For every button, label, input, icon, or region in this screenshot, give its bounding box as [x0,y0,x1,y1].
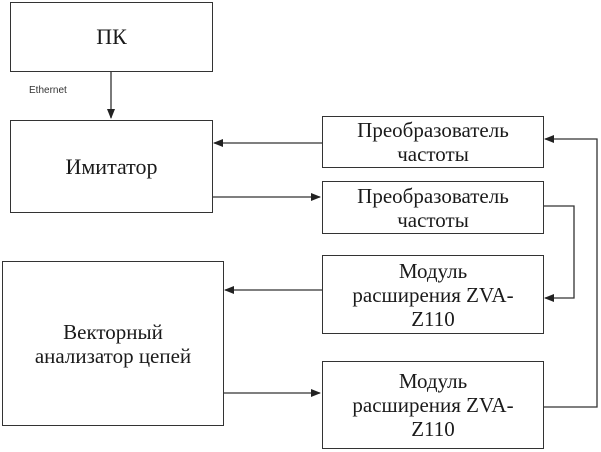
vna-line2: анализатор цепей [34,343,192,368]
module1-line2: расширения ZVA- [352,282,514,307]
module2-line3: Z110 [411,417,455,441]
converter1-line2: частоты [397,142,469,166]
converter1-block: Преобразователь частоты [322,116,544,168]
module1-block: Модуль расширения ZVA- Z110 [322,255,544,334]
imitator-block: Имитатор [10,120,213,213]
converter2-line2: частоты [397,207,469,232]
module2-line2: расширения ZVA- [352,393,514,417]
pc-label: ПК [96,24,127,49]
converter2-line1: Преобразователь [357,183,509,208]
imitator-label: Имитатор [65,153,158,179]
vna-block: Векторный анализатор цепей [2,261,224,426]
module2-to-conv1 [543,135,598,408]
converter1-line1: Преобразователь [357,118,509,142]
module1-line3: Z110 [411,306,455,331]
conv2-to-module1 [543,205,575,302]
module1-line1: Модуль [398,258,468,283]
module2-line1: Модуль [398,369,468,393]
converter2-block: Преобразователь частоты [322,181,544,234]
ethernet-label: Ethernet [29,85,67,96]
pc-block: ПК [10,2,213,72]
vna-line1: Векторный [63,319,163,344]
module2-block: Модуль расширения ZVA- Z110 [322,361,544,449]
